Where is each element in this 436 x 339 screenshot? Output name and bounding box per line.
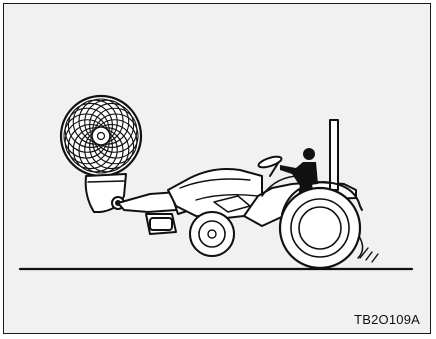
hay-bale — [61, 96, 141, 176]
rear-wheel — [280, 188, 363, 268]
steering-wheel — [257, 154, 282, 176]
rops-frame — [330, 120, 338, 190]
figure-code: TB2O109A — [354, 312, 420, 327]
front-wheel — [190, 212, 234, 256]
